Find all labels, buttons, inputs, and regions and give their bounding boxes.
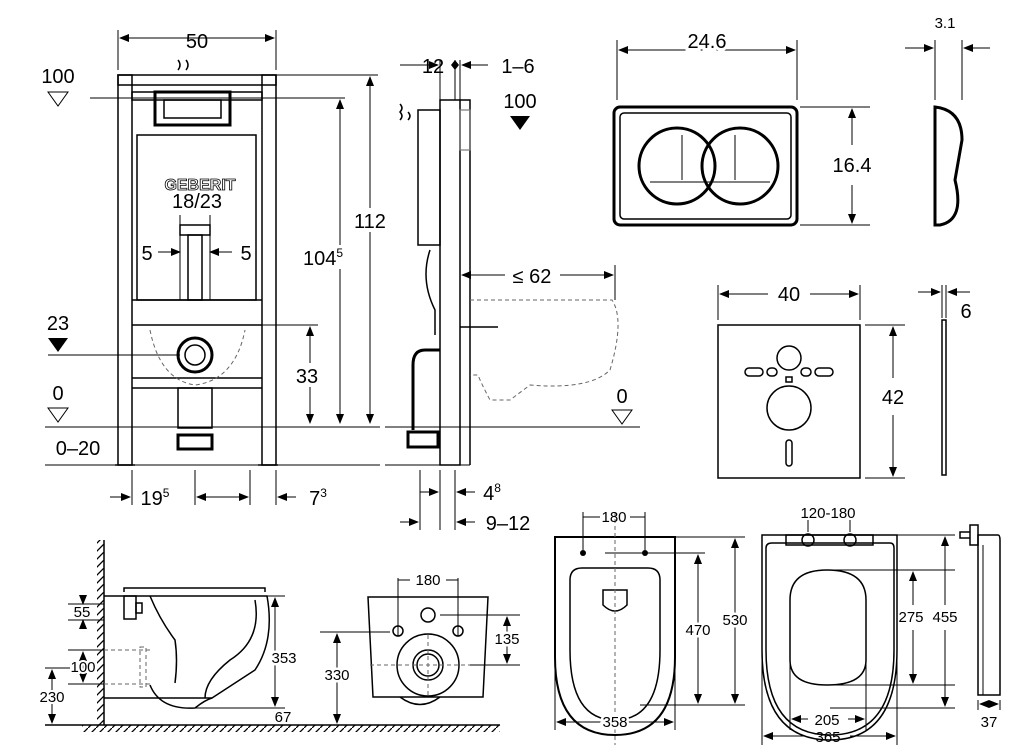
dim-seat-length: 455 — [932, 609, 957, 626]
dim-inlet-height: 33 — [296, 366, 318, 388]
level-top-label: 100 — [41, 66, 74, 88]
dim-opening-width: 205 — [814, 712, 839, 729]
dim-opening-length: 275 — [898, 609, 923, 626]
dim-offset-right: 5 — [240, 243, 251, 265]
sound-insulation-pad: 40 42 6 — [717, 284, 972, 479]
level-top-label: 100 — [503, 91, 536, 113]
dim-offset-left: 5 — [141, 243, 152, 265]
dim-foot-depth: 48 — [483, 481, 501, 505]
dim-length: 530 — [722, 612, 747, 629]
toilet-back-view: 180 135 330 — [320, 572, 522, 724]
frame-side-view: 12 1–6 100 ≤ 62 0 48 9–12 — [385, 56, 640, 535]
dim-pad-thickness: 6 — [960, 301, 971, 323]
level-mid-label: 23 — [47, 313, 69, 335]
dim-plate-width: 24.6 — [688, 31, 727, 53]
dim-floor-range: 0–20 — [56, 438, 101, 460]
dim-frame-height: 112 — [354, 211, 386, 233]
level-floor-label: 0 — [616, 386, 627, 408]
dim-foot-right: 73 — [309, 486, 327, 510]
level-floor-label: 0 — [52, 383, 63, 405]
dim-seat-width: 365 — [815, 729, 840, 746]
dim-pad-height: 42 — [882, 387, 904, 409]
dim-frame-width: 50 — [186, 31, 208, 53]
toilet-side-view: 55 100 230 353 67 — [37, 540, 500, 732]
dim-projection: ≤ 62 — [513, 266, 552, 288]
dim-outlet-floor: 230 — [39, 689, 64, 706]
dim-bolt-spacing: 180 — [415, 572, 440, 589]
dim-bolt-to-front: 470 — [685, 622, 710, 639]
dim-bolt-to-outlet: 135 — [494, 631, 519, 648]
dim-base-gap: 67 — [275, 709, 292, 726]
dim-bolt-spacing: 180 — [601, 509, 626, 526]
dim-pad-width: 40 — [778, 284, 800, 306]
dim-bowl-height: 353 — [271, 650, 296, 667]
dim-inlet-height: 55 — [74, 604, 91, 621]
dim-plate-thickness: 3.1 — [935, 15, 956, 32]
dim-plate-height: 16.4 — [833, 155, 872, 177]
toilet-top-view: 180 470 530 358 — [554, 509, 750, 745]
toilet-seat-view: 120-180 275 455 205 365 37 — [761, 505, 1001, 746]
flush-plate: 24.6 16.4 3.1 — [612, 15, 990, 227]
dim-width: 358 — [602, 714, 627, 731]
geberit-logo: GEBERIT — [164, 177, 235, 194]
dim-foot-range: 9–12 — [486, 513, 531, 535]
dim-inner-height: 1045 — [303, 246, 343, 270]
dim-outlet: 18/23 — [172, 191, 222, 213]
frame-front-view: GEBERIT 50 100 112 1045 18/23 5 5 23 — [41, 30, 386, 510]
dim-side-depth: 12 — [422, 56, 444, 78]
dim-seat-thickness: 37 — [981, 714, 998, 731]
dim-hinge-range: 120-180 — [800, 505, 855, 522]
dim-wall-gap: 1–6 — [501, 56, 534, 78]
flush-plate-opening — [153, 90, 232, 127]
dim-bolt-height: 330 — [324, 667, 349, 684]
dim-foot-left: 195 — [141, 486, 170, 510]
dim-outlet-height: 100 — [70, 659, 95, 676]
